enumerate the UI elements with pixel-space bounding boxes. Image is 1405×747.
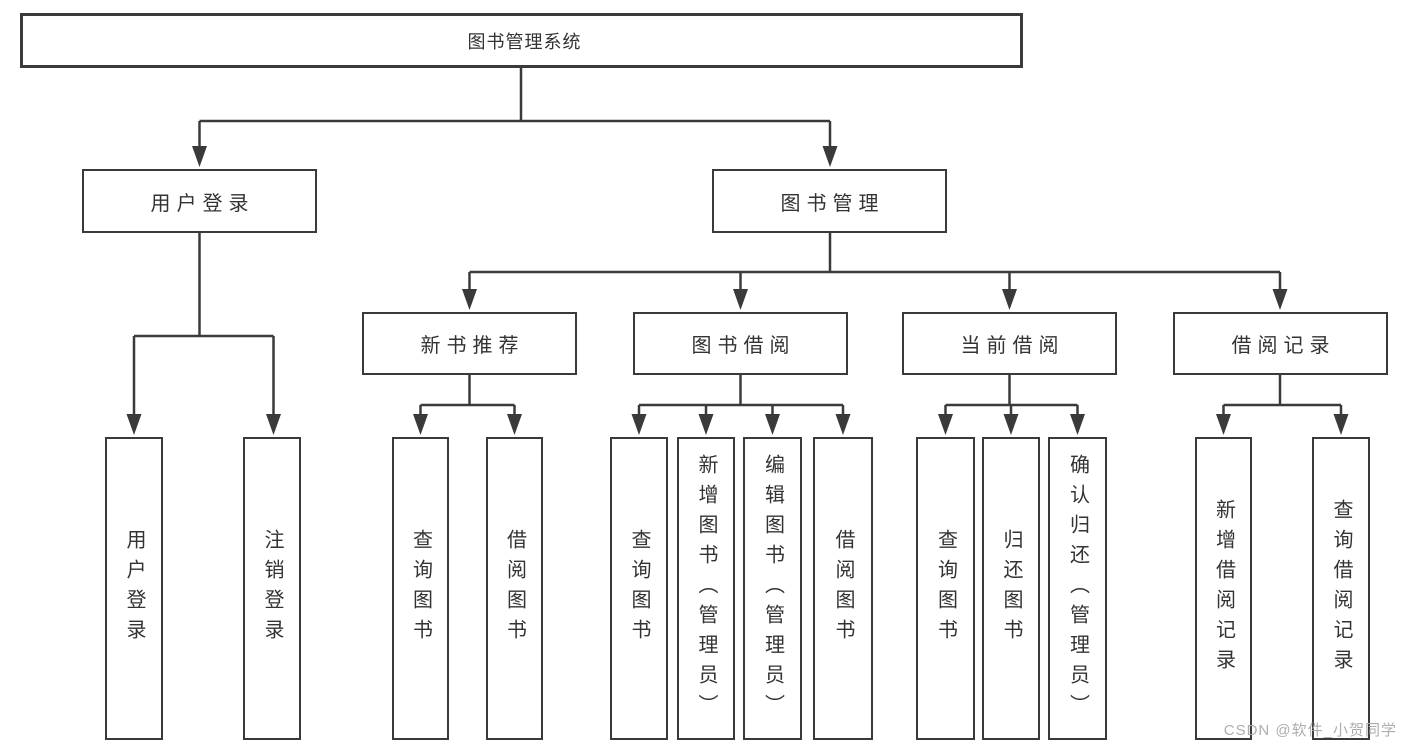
- leaf-query-books-current-label: 查询图书: [934, 528, 957, 649]
- leaf-query-books-recommend: 查询图书: [392, 437, 449, 740]
- leaf-add-books-admin: 新增图书（管理员）: [677, 437, 735, 740]
- leaf-logout: 注销登录: [243, 437, 301, 740]
- node-book-management-label: 图书管理: [780, 192, 885, 215]
- node-borrow-records-label: 借阅记录: [1231, 335, 1336, 357]
- leaf-edit-books-admin-label: 编辑图书（管理员）: [761, 453, 784, 724]
- leaf-add-borrow-record: 新增借阅记录: [1195, 437, 1252, 740]
- node-user-login: 用户登录: [82, 169, 317, 233]
- leaf-borrow-books-recommend-label: 借阅图书: [503, 528, 526, 649]
- leaf-add-borrow-record-label: 新增借阅记录: [1212, 498, 1235, 679]
- leaf-borrow-books-label: 借阅图书: [832, 528, 854, 649]
- node-borrow-records: 借阅记录: [1173, 312, 1388, 375]
- leaf-query-books-borrow: 查询图书: [610, 437, 668, 740]
- watermark: CSDN @软件_小贺同学: [1223, 722, 1397, 739]
- leaf-add-books-admin-label: 新增图书（管理员）: [695, 453, 717, 724]
- node-current-borrow: 当前借阅: [902, 312, 1117, 375]
- leaf-borrow-books-recommend: 借阅图书: [486, 437, 543, 740]
- leaf-confirm-return-admin-label: 确认归还（管理员）: [1066, 453, 1089, 724]
- node-book-borrow: 图书借阅: [633, 312, 848, 375]
- node-root: 图书管理系统: [20, 13, 1023, 68]
- leaf-confirm-return-admin: 确认归还（管理员）: [1048, 437, 1107, 740]
- leaf-query-books-recommend-label: 查询图书: [409, 528, 432, 649]
- node-book-management: 图书管理: [712, 169, 947, 233]
- node-new-book-recommend: 新书推荐: [362, 312, 577, 375]
- node-new-book-recommend-label: 新书推荐: [420, 335, 525, 357]
- leaf-query-borrow-record: 查询借阅记录: [1312, 437, 1370, 740]
- leaf-borrow-books: 借阅图书: [813, 437, 873, 740]
- node-user-login-label: 用户登录: [150, 192, 255, 215]
- leaf-logout-label: 注销登录: [261, 528, 283, 649]
- node-root-label: 图书管理系统: [467, 31, 582, 52]
- leaf-return-books: 归还图书: [982, 437, 1040, 740]
- leaf-query-books-borrow-label: 查询图书: [628, 528, 650, 649]
- node-current-borrow-label: 当前借阅: [960, 335, 1065, 357]
- leaf-query-books-current: 查询图书: [916, 437, 975, 740]
- leaf-return-books-label: 归还图书: [1000, 528, 1022, 649]
- node-book-borrow-label: 图书借阅: [691, 335, 796, 357]
- leaf-user-login-label: 用户登录: [123, 528, 145, 649]
- leaf-edit-books-admin: 编辑图书（管理员）: [743, 437, 802, 740]
- leaf-query-borrow-record-label: 查询借阅记录: [1330, 498, 1352, 679]
- leaf-user-login: 用户登录: [105, 437, 163, 740]
